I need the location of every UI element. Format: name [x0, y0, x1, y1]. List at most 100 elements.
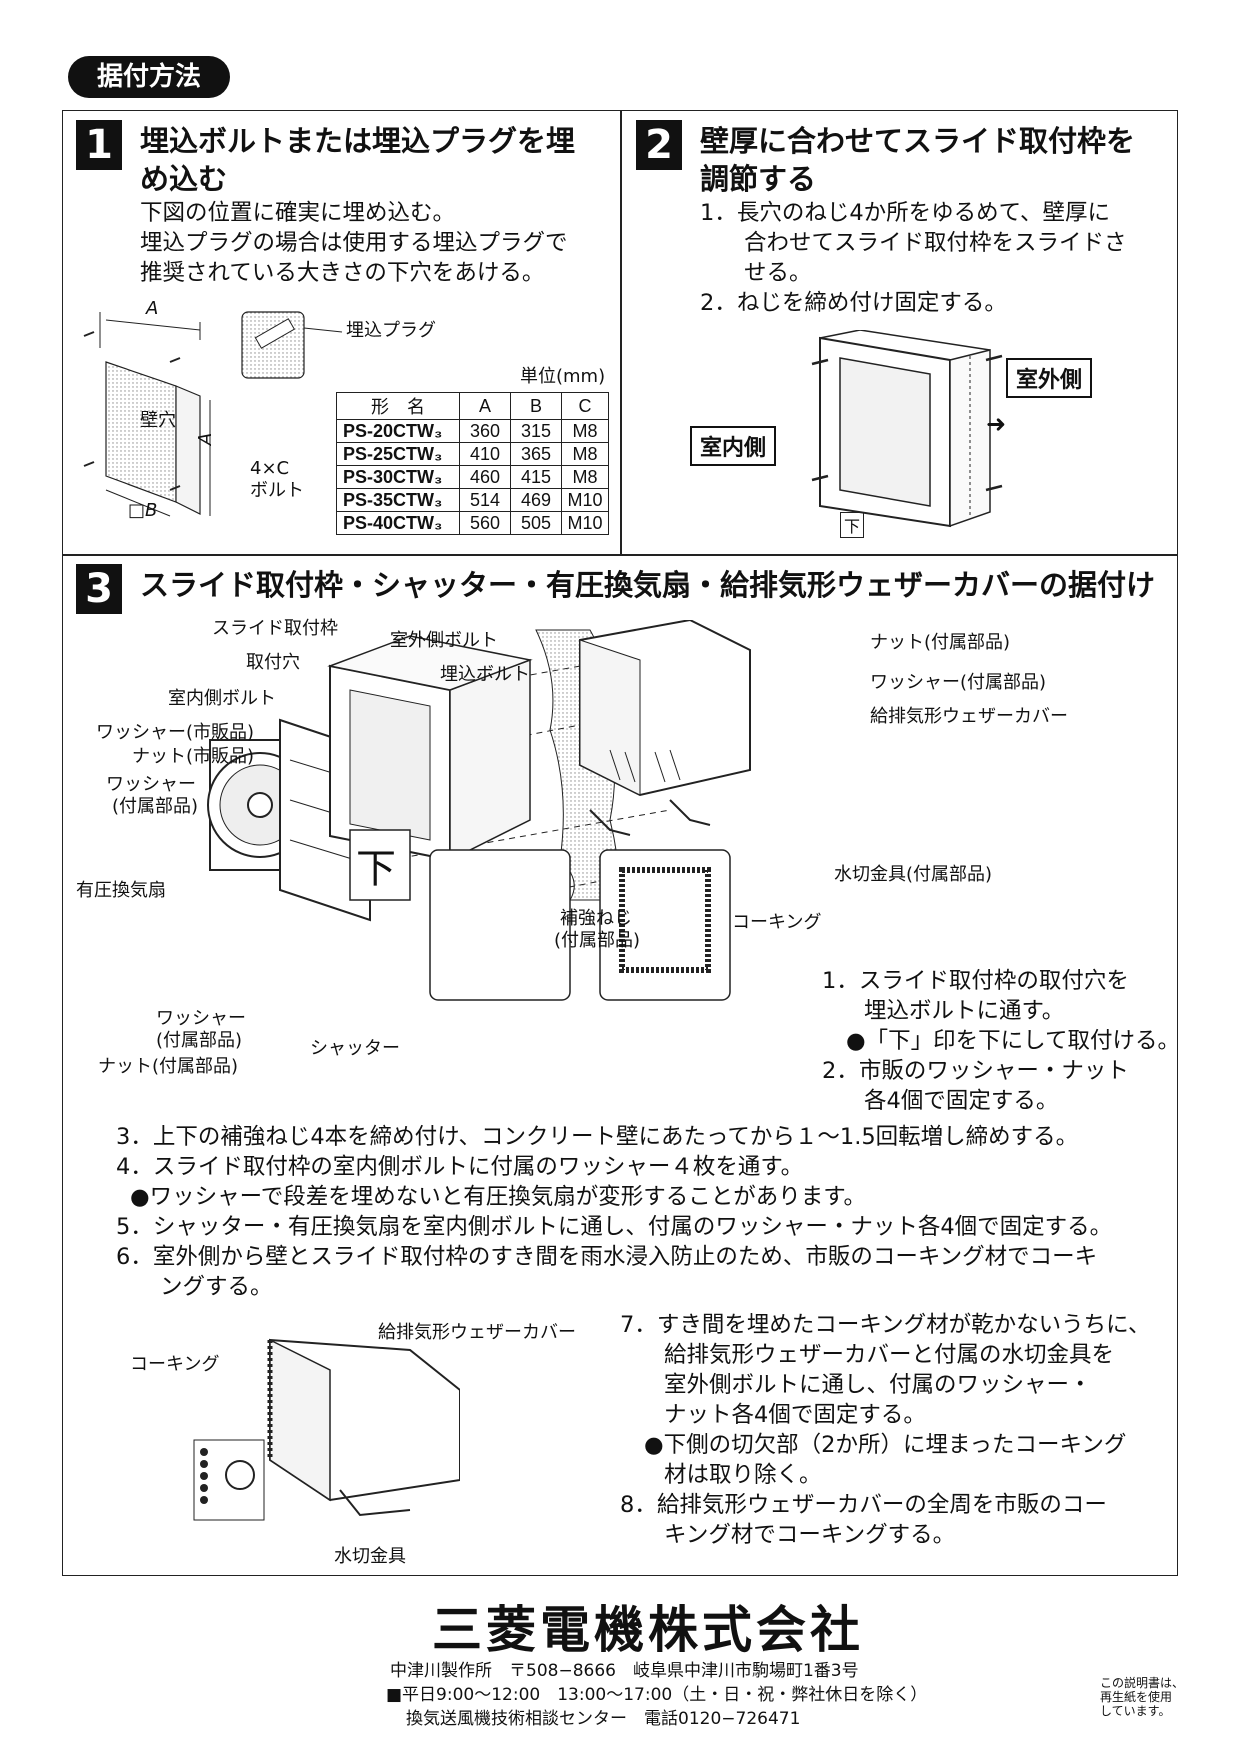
step-s7-note-line2: 材は取り除く。	[664, 1462, 822, 1488]
step2-item1-line2: 合わせてスライド取付枠をスライドさ	[744, 230, 1127, 256]
table-cell: 505	[510, 511, 562, 535]
label-weather-cover: 給排気形ウェザーカバー	[870, 706, 1068, 727]
wall-hole-label: 壁穴	[140, 410, 176, 431]
bottom-label-caulking: コーキング	[130, 1354, 220, 1375]
label-nut-market: ナット(市販品)	[132, 746, 255, 767]
table-cell: 365	[510, 442, 562, 466]
label-indoor-bolt: 室内側ボルト	[168, 688, 276, 709]
label-washer-acc-line1: ワッシャー	[106, 774, 196, 795]
step-s6-line1: 6．室外側から壁とスライド取付枠のすき間を雨水浸入防止のため、市販のコーキング材…	[116, 1244, 1098, 1270]
step-s8-line1: 8．給排気形ウェザーカバーの全周を市販のコー	[620, 1492, 1107, 1518]
table-cell: PS-40CTW₃	[336, 511, 460, 535]
footer-line3: 換気送風機技術相談センター 電話0120−726471	[406, 1709, 801, 1729]
step3-title: スライド取付枠・シャッター・有圧換気扇・給排気形ウェザーカバーの据付け	[140, 568, 1156, 602]
step-s6-line2: ングする。	[160, 1274, 273, 1300]
side-item1-line1: 1．スライド取付枠の取付穴を	[822, 968, 1129, 994]
side-item1-note: ●「下」印を下にして取付ける。	[846, 1028, 1180, 1054]
label-washer-acc2-line2: (付属部品)	[156, 1030, 243, 1051]
table-cell: 460	[459, 465, 511, 489]
table-cell: PS-25CTW₃	[336, 442, 460, 466]
label-caulking: コーキング	[732, 912, 822, 933]
step2-item1-line3: せる。	[744, 260, 812, 286]
table-cell: M8	[561, 442, 609, 466]
bottom-label-drip: 水切金具	[334, 1546, 406, 1567]
table-header-cell: B	[510, 392, 562, 420]
table-header-cell: 形 名	[336, 392, 460, 420]
table-unit: 単位(mm)	[520, 366, 606, 387]
exploded-assembly-diagram	[207, 620, 751, 1001]
table-cell: PS-20CTW₃	[336, 419, 460, 443]
label-washer-acc-line2: (付属部品)	[112, 796, 199, 817]
table-row: PS-40CTW₃ 560 505 M10	[336, 511, 609, 535]
bolt-label-line1: 4×C	[250, 458, 290, 479]
side-item2-line2: 各4個で固定する。	[864, 1088, 1059, 1114]
dim-b: □B	[128, 500, 158, 521]
label-reinforce-line1: 補強ねじ	[560, 908, 632, 929]
divider-vertical	[620, 110, 622, 554]
step1-number: 1	[76, 120, 122, 170]
table-cell: 560	[459, 511, 511, 535]
label-washer-acc2-line1: ワッシャー	[156, 1008, 246, 1029]
table-row: PS-35CTW₃ 514 469 M10	[336, 488, 609, 512]
table-header-cell: C	[561, 392, 609, 420]
dim-a-top: A	[146, 298, 159, 319]
label-washer-acc-r: ワッシャー(付属部品)	[870, 672, 1047, 693]
table-cell: 415	[510, 465, 562, 489]
slide-frame-diagram	[811, 330, 1003, 528]
side-item1-line2: 埋込ボルトに通す。	[864, 998, 1065, 1024]
plug-label: 埋込プラグ	[346, 320, 436, 341]
footer-line1: 中津川製作所 〒508−8666 岐阜県中津川市駒場町1番3号	[390, 1661, 859, 1681]
table-header-row: 形 名 A B C	[336, 392, 609, 420]
table-row: PS-25CTW₃ 410 365 M8	[336, 442, 609, 466]
down-mark: 下	[840, 512, 865, 538]
outdoor-side-label: 室外側	[1006, 358, 1093, 398]
label-shutter: シャッター	[310, 1038, 400, 1059]
step-s7-line3: 室外側ボルトに通し、付属のワッシャー・	[664, 1372, 1092, 1398]
wall-hole-diagram	[83, 312, 211, 517]
table-cell: 410	[459, 442, 511, 466]
dim-a-side: A	[195, 432, 217, 446]
section-title: 据付方法	[68, 56, 230, 98]
divider-horizontal	[62, 554, 1178, 556]
table-cell: M8	[561, 465, 609, 489]
step2-title-line1: 壁厚に合わせてスライド取付枠を	[700, 124, 1136, 158]
table-cell: M10	[561, 511, 609, 535]
table-cell: 469	[510, 488, 562, 512]
recycled-note-line1: この説明書は、	[1100, 1676, 1185, 1690]
step-s4-note: ●ワッシャーで段差を埋めないと有圧換気扇が変形することがあります。	[130, 1184, 867, 1210]
step-s7-line1: 7．すき間を埋めたコーキング材が乾かないうちに、	[620, 1312, 1151, 1338]
step-s7-note-line1: ●下側の切欠部（2か所）に埋まったコーキング	[644, 1432, 1127, 1458]
label-mount-hole: 取付穴	[246, 652, 300, 673]
label-slide-frame: スライド取付枠	[212, 618, 338, 639]
step1-body-line2: 埋込プラグの場合は使用する埋込プラグで	[140, 230, 568, 256]
down-mark-inset: 下	[356, 846, 396, 892]
recycled-note-line3: しています。	[1100, 1704, 1171, 1718]
recycled-note-line2: 再生紙を使用	[1100, 1690, 1173, 1704]
step-s7-line2: 給排気形ウェザーカバーと付属の水切金具を	[664, 1342, 1115, 1368]
label-nut-acc: ナット(付属部品)	[98, 1056, 239, 1077]
step1-title-line1: 埋込ボルトまたは埋込プラグを埋	[140, 124, 576, 158]
label-outdoor-bolt: 室外側ボルト	[390, 630, 498, 651]
step2-number: 2	[636, 120, 682, 170]
plug-inset	[241, 311, 343, 379]
label-embed-bolt: 埋込ボルト	[440, 664, 530, 685]
spec-table: 形 名 A B C PS-20CTW₃ 360 315 M8 PS-25CTW₃…	[336, 392, 609, 535]
footer-line2: ■平日9:00～12:00 13:00～17:00（土・日・祝・弊社休日を除く）	[386, 1685, 928, 1705]
side-item2-line1: 2．市販のワッシャー・ナット	[822, 1058, 1129, 1084]
step3-number: 3	[76, 564, 122, 614]
step2-item2: 2．ねじを締め付け固定する。	[700, 290, 1007, 316]
company-name: 三菱電機株式会社	[432, 1600, 864, 1659]
weather-cover-install-diagram	[193, 1338, 460, 1521]
table-cell: PS-35CTW₃	[336, 488, 460, 512]
step1-body-line1: 下図の位置に確実に埋め込む。	[140, 200, 456, 226]
step-s7-line4: ナット各4個で固定する。	[664, 1402, 926, 1428]
table-header-cell: A	[459, 392, 511, 420]
step-s4: 4．スライド取付枠の室内側ボルトに付属のワッシャー４枚を通す。	[116, 1154, 804, 1180]
step1-title-line2: め込む	[140, 162, 228, 196]
step2-item1-line1: 1．長穴のねじ4か所をゆるめて、壁厚に	[700, 200, 1111, 226]
arrow-right-icon: ➜	[986, 410, 1007, 438]
label-fan: 有圧換気扇	[76, 880, 166, 901]
label-drip-plate: 水切金具(付属部品)	[834, 864, 993, 885]
table-cell: 360	[459, 419, 511, 443]
bottom-label-weather-cover: 給排気形ウェザーカバー	[378, 1322, 576, 1343]
